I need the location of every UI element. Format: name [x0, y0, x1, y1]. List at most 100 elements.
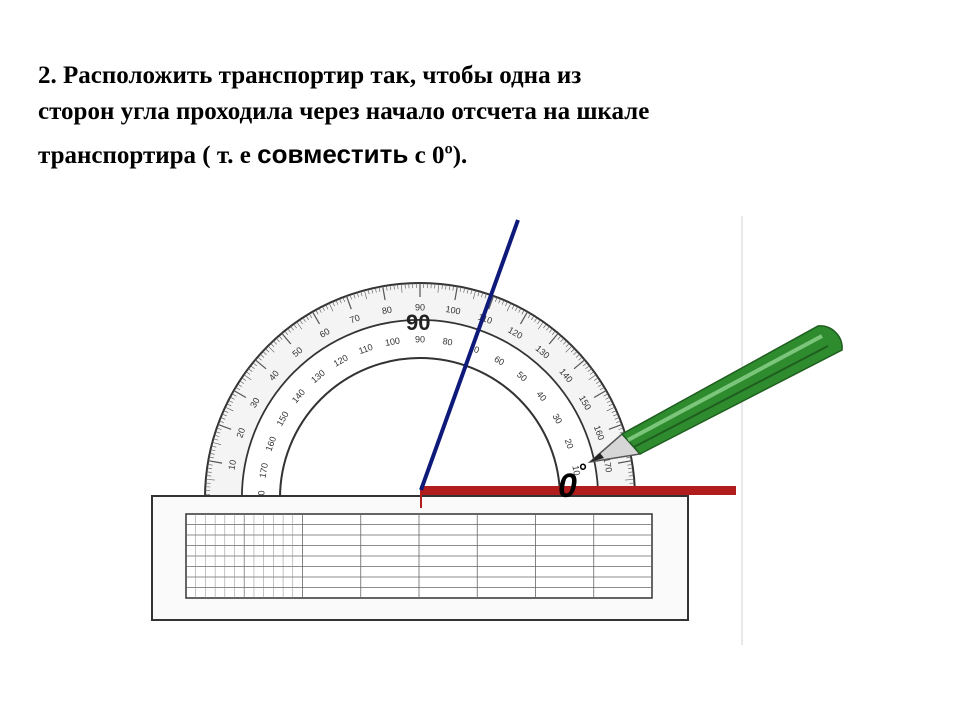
protractor-tick — [534, 317, 538, 323]
protractor-tick — [441, 284, 443, 290]
protractor-tick — [214, 434, 220, 437]
pencil-icon — [587, 325, 843, 464]
protractor-tick — [275, 338, 280, 343]
protractor-tick — [281, 332, 292, 345]
protractor-tick — [367, 289, 370, 295]
protractor-tick — [209, 453, 215, 455]
protractor-tick — [588, 374, 597, 381]
protractor-tick — [382, 286, 386, 301]
outer-scale-label: 90 — [415, 302, 425, 312]
protractor-tick — [208, 460, 223, 464]
instruction-line-3-start: транспортира ( т. е — [38, 142, 258, 169]
outer-scale-label: 50 — [290, 345, 304, 359]
protractor-tick — [557, 335, 562, 340]
degree-symbol: ° — [579, 461, 587, 483]
protractor-tick — [606, 406, 615, 412]
protractor-tick — [356, 292, 359, 298]
protractor-tick — [593, 389, 607, 399]
protractor-tick — [617, 460, 632, 464]
protractor-tick — [353, 293, 356, 299]
protractor-tick — [565, 343, 570, 348]
protractor-tick — [318, 308, 322, 313]
protractor-tick — [527, 313, 531, 319]
protractor-tick — [371, 288, 374, 294]
protractor-tick — [273, 340, 277, 345]
protractor-tick — [386, 285, 388, 291]
protractor-tick — [546, 326, 550, 331]
outer-scale-label: 160 — [592, 424, 607, 442]
protractor-tick — [267, 345, 275, 353]
inner-scale-label: 90 — [415, 334, 425, 344]
protractor-tick — [466, 288, 469, 294]
protractor-tick — [325, 304, 329, 310]
protractor-tick — [565, 345, 573, 353]
protractor-tick — [248, 368, 253, 372]
protractor-tick — [364, 290, 367, 300]
protractor-tick — [342, 297, 346, 303]
protractor-tick — [239, 380, 245, 384]
protractor-tick — [349, 294, 352, 300]
outer-scale-label: 10 — [226, 459, 238, 471]
step-number: 2. — [38, 62, 57, 89]
protractor-tick — [515, 306, 518, 312]
protractor-tick — [501, 299, 505, 305]
protractor-tick — [296, 321, 303, 330]
protractor-tick — [463, 287, 465, 293]
protractor-tick — [627, 467, 633, 470]
protractor-tick — [614, 417, 620, 420]
protractor-tick — [250, 365, 255, 369]
protractor-tick — [235, 387, 241, 391]
protractor-tick — [519, 311, 529, 325]
protractor-tick — [328, 303, 334, 312]
protractor-tick — [618, 427, 624, 430]
protractor-tick — [237, 383, 243, 387]
protractor-tick — [217, 423, 232, 430]
protractor-tick — [243, 374, 252, 381]
protractor-tick — [626, 456, 632, 459]
protractor-tick — [315, 309, 319, 315]
outer-scale-label: 170 — [601, 457, 613, 474]
inner-scale-label: 40 — [534, 389, 548, 403]
protractor-tick — [293, 323, 297, 329]
instruction-line-2: сторон угла проходила через начало отсче… — [38, 98, 650, 125]
outer-scale-label: 30 — [248, 396, 262, 410]
protractor-tick — [488, 295, 495, 310]
protractor-tick — [531, 315, 535, 321]
protractor-tick — [262, 351, 267, 355]
inner-scale-label: 30 — [551, 412, 565, 426]
protractor-tick — [585, 365, 590, 369]
outer-scale-label: 70 — [348, 312, 361, 325]
protractor-inner-edge — [279, 357, 561, 499]
protractor-tick — [477, 291, 480, 297]
inner-scale-label: 10 — [570, 465, 582, 477]
protractor-tick — [210, 449, 216, 452]
protractor-tick — [278, 335, 283, 340]
protractor-tick — [254, 359, 267, 370]
protractor-tick — [257, 356, 262, 361]
protractor-tick — [537, 321, 544, 330]
inner-scale-label: 50 — [515, 369, 529, 383]
protractor-tick — [606, 400, 612, 403]
protractor-tick — [206, 475, 212, 477]
protractor-tick — [563, 340, 567, 345]
protractor-tick — [573, 359, 586, 370]
outer-scale-label: 60 — [318, 326, 332, 340]
protractor-tick — [213, 438, 219, 441]
protractor-tick — [400, 283, 403, 293]
protractor-tick — [389, 285, 392, 291]
protractor-tick — [543, 323, 547, 329]
protractor-tick — [452, 285, 454, 291]
protractor-tick — [575, 353, 580, 358]
inner-scale-label: 20 — [563, 437, 576, 450]
protractor-tick — [595, 380, 601, 384]
protractor-tick — [228, 400, 234, 403]
protractor-tick — [589, 371, 595, 375]
protractor-tick — [625, 478, 635, 481]
protractor-tick — [207, 464, 213, 466]
protractor-tick — [241, 377, 247, 381]
protractor-tick — [378, 286, 381, 292]
protractor-tick — [345, 295, 352, 310]
instruction-line-3-end: с 0º). — [408, 142, 468, 169]
protractor-tick — [245, 371, 251, 375]
